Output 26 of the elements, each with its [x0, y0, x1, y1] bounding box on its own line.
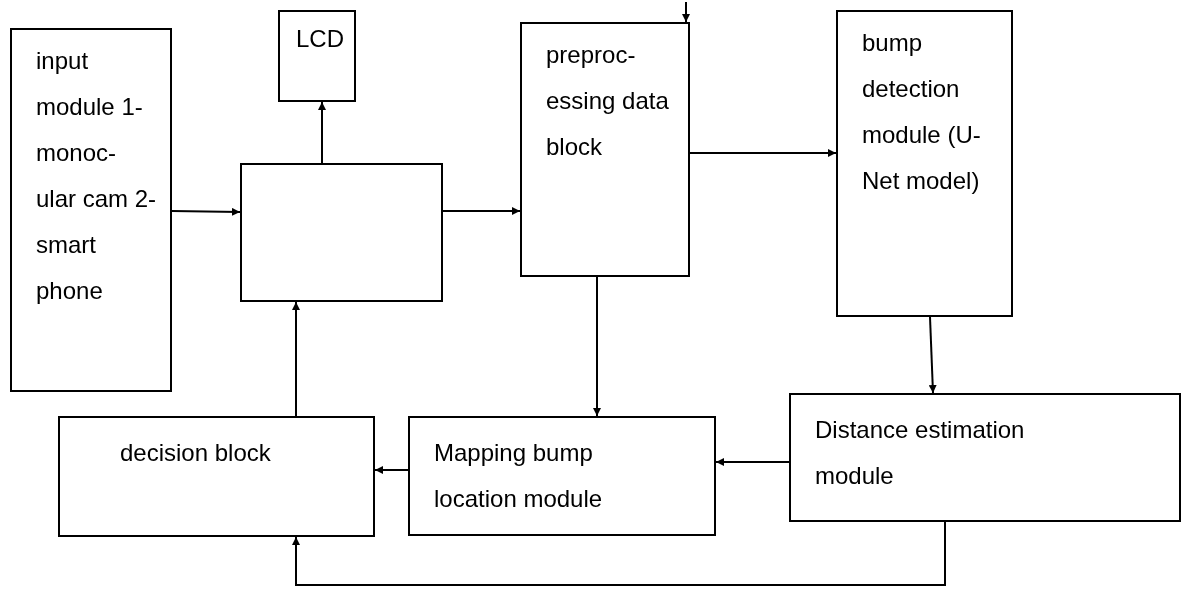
process-box [278, 10, 356, 102]
arrow [442, 207, 521, 215]
arrow [928, 316, 937, 394]
process-box [789, 393, 1181, 522]
box-label: preproc- essing data block [546, 40, 670, 162]
arrow [292, 521, 946, 586]
box-label: decision block [120, 438, 272, 468]
box-label: LCD [296, 24, 345, 54]
empty-box [240, 163, 443, 302]
process-box [10, 28, 172, 392]
arrow [689, 149, 837, 157]
process-box [520, 22, 690, 277]
arrow [715, 458, 790, 466]
process-box [58, 416, 375, 537]
arrow [171, 207, 241, 216]
process-box [836, 10, 1013, 317]
arrow [292, 301, 300, 417]
arrow [374, 466, 409, 474]
box-label: Distance estimation module [815, 415, 1026, 491]
process-box [408, 416, 716, 536]
box-label: input module 1- monoc- ular cam 2-smart phone [36, 46, 158, 306]
box-label: bump detection module (U-Net model) [862, 28, 982, 196]
box-label: Mapping bump location module [434, 438, 604, 514]
arrow [593, 276, 601, 417]
arrow [318, 101, 326, 164]
arrow [682, 1, 690, 23]
